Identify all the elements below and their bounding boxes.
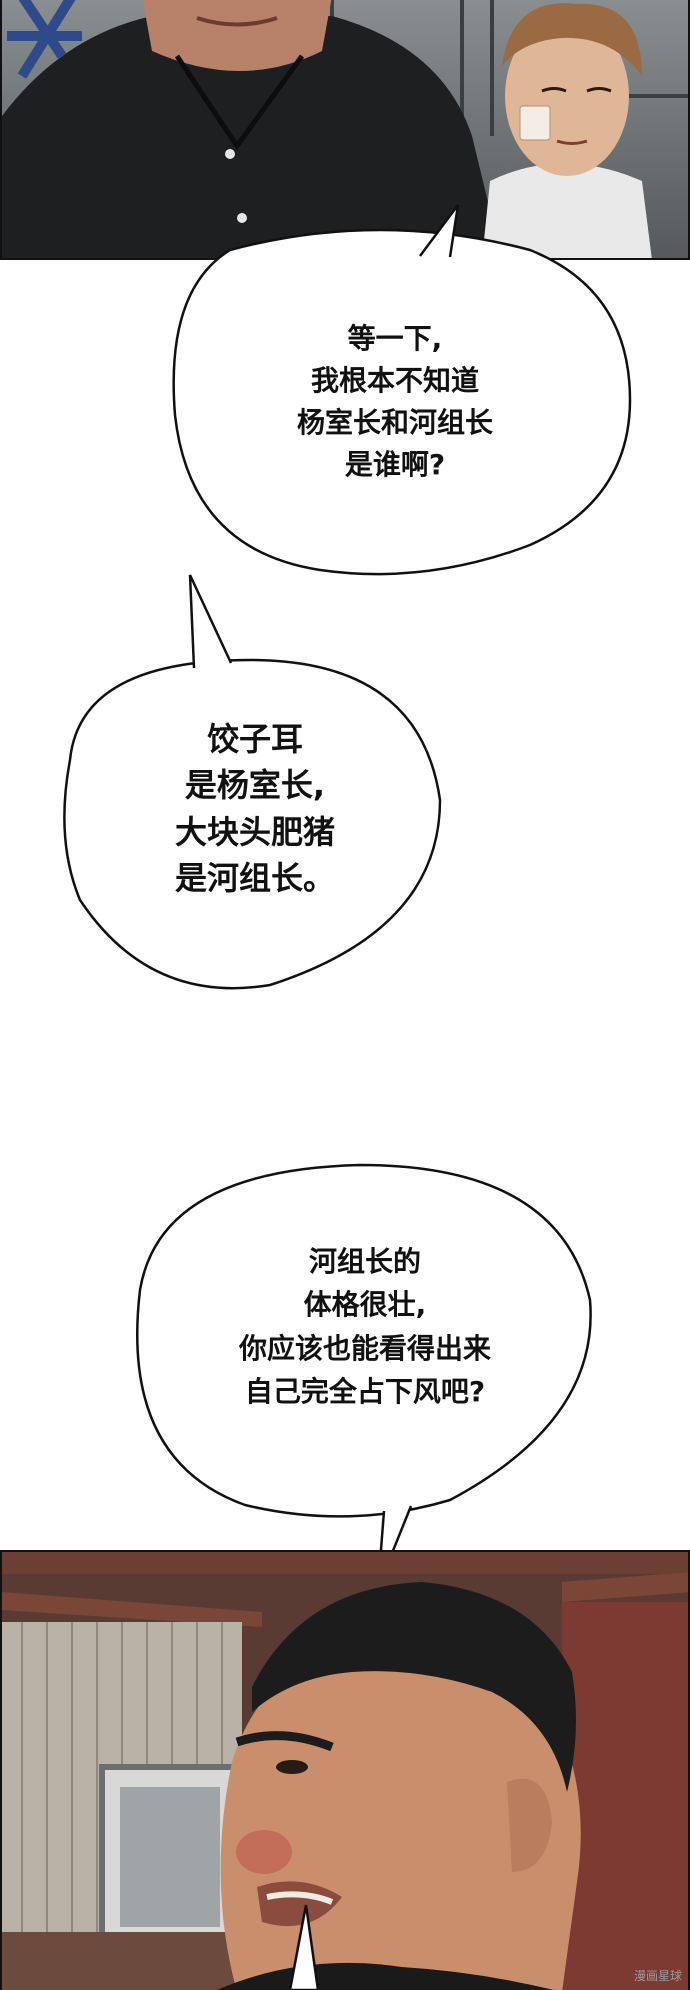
man-chin bbox=[142, 0, 332, 71]
bubble-line: 是杨室长, bbox=[184, 766, 326, 805]
bubble-3-text: 河组长的 体格很壮, 你应该也能看得出来 自己完全占下风吧? bbox=[175, 1240, 555, 1414]
bubble-3 bbox=[136, 1163, 592, 1518]
top-panel-art bbox=[2, 0, 688, 258]
shirt-button bbox=[225, 149, 235, 159]
man-mouth bbox=[196, 16, 278, 27]
young-man-mouth bbox=[556, 139, 588, 145]
man-eye bbox=[276, 1760, 308, 1774]
man-eyebrow bbox=[235, 1731, 334, 1752]
beam bbox=[2, 1592, 262, 1627]
bubble-line: 体格很壮, bbox=[303, 1288, 427, 1322]
man-teeth bbox=[266, 1891, 334, 1905]
man-ear bbox=[507, 1778, 552, 1872]
bubble-2-text: 饺子耳 是杨室长, 大块头肥猪 是河组长。 bbox=[130, 716, 380, 902]
bubble-line: 等一下, bbox=[347, 322, 443, 355]
bubble-1-text: 等一下, 我根本不知道 杨室长和河组长 是谁啊? bbox=[250, 318, 540, 486]
man-black-shirt bbox=[2, 16, 502, 258]
bottom-panel bbox=[0, 1550, 690, 1990]
bubble-line: 是谁啊? bbox=[344, 448, 446, 481]
young-man-eyes bbox=[541, 87, 612, 93]
bubble-line: 自己完全占下风吧? bbox=[244, 1375, 486, 1409]
young-man-shirt bbox=[482, 163, 652, 258]
shirt-collar bbox=[174, 54, 305, 151]
bubble-line: 是河组长。 bbox=[174, 859, 335, 898]
top-panel bbox=[0, 0, 690, 260]
bubble-1 bbox=[172, 228, 632, 576]
bottom-panel-art bbox=[2, 1552, 688, 1990]
bubble-line: 你应该也能看得出来 bbox=[238, 1331, 491, 1365]
shirt-button bbox=[237, 213, 247, 223]
man-hair bbox=[252, 1582, 576, 1792]
bubble-line: 我根本不知道 bbox=[310, 364, 479, 397]
bubble-line: 大块头肥猪 bbox=[174, 812, 335, 851]
window-glass bbox=[120, 1787, 220, 1927]
young-man-hair bbox=[502, 3, 642, 76]
red-wall bbox=[562, 1602, 688, 1990]
man-nose-blush bbox=[236, 1830, 292, 1874]
bottom-bubble-tail bbox=[288, 1904, 320, 1990]
bubble-2-tail bbox=[188, 574, 233, 669]
bubble-line: 杨室长和河组长 bbox=[296, 406, 493, 439]
bandage bbox=[519, 105, 551, 141]
blue-frame bbox=[7, 0, 82, 79]
beam bbox=[562, 1572, 688, 1602]
bubble-1-tail bbox=[418, 204, 460, 258]
wall-base bbox=[2, 1932, 242, 1990]
bubble-line: 河组长的 bbox=[308, 1245, 421, 1278]
bubble-line: 饺子耳 bbox=[206, 720, 303, 758]
beam bbox=[2, 1552, 688, 1574]
watermark: 漫画星球 bbox=[633, 1969, 682, 1983]
